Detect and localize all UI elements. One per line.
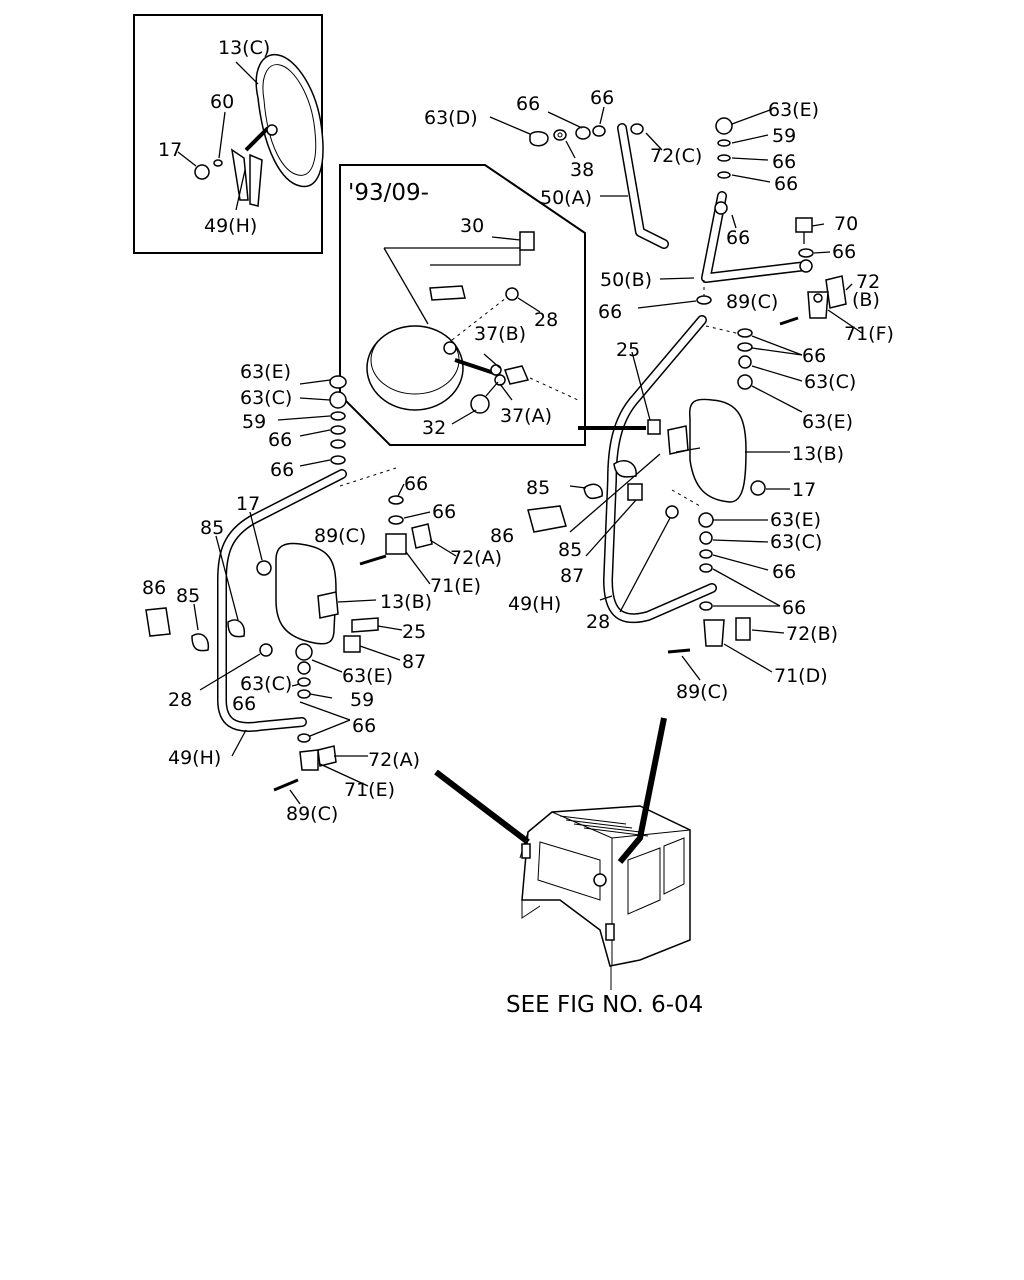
callout-87: 87 — [560, 565, 584, 587]
callout-37a: 37(A) — [500, 405, 552, 427]
callout-63e: 63(E) — [240, 361, 291, 383]
callout-71e: 71(E) — [344, 779, 395, 801]
callout-86: 86 — [142, 577, 166, 599]
callout-66: 66 — [598, 301, 622, 323]
callout-72: 72 — [856, 271, 880, 293]
callout-49h: 49(H) — [508, 593, 561, 615]
callout-63c: 63(C) — [804, 371, 856, 393]
callout-50a: 50(A) — [540, 187, 592, 209]
callout-49h: 49(H) — [204, 215, 257, 237]
callout-28: 28 — [586, 611, 610, 633]
callout-63c: 63(C) — [240, 673, 292, 695]
callout-63e: 63(E) — [342, 665, 393, 687]
callout-66: 66 — [590, 87, 614, 109]
right-mirror-assembly — [527, 315, 803, 681]
callout-89c: 89(C) — [314, 525, 366, 547]
callout-71f: 71(F) — [844, 323, 894, 345]
callout-63d: 63(D) — [424, 107, 478, 129]
callout-66: 66 — [404, 473, 428, 495]
callout-66: 66 — [516, 93, 540, 115]
callout-50b: 50(B) — [600, 269, 652, 291]
callout-63c: 63(C) — [240, 387, 292, 409]
callout-85: 85 — [526, 477, 550, 499]
callout-87: 87 — [402, 651, 426, 673]
callout-66: 66 — [802, 345, 826, 367]
callout-70: 70 — [834, 213, 858, 235]
callout-72a: 72(A) — [450, 547, 502, 569]
callout-37b: 37(B) — [474, 323, 526, 345]
callout-63e: 63(E) — [802, 411, 853, 433]
left-mirror-assembly — [145, 375, 457, 805]
cab-location-view — [434, 717, 691, 990]
callout-49h: 49(H) — [168, 747, 221, 769]
callout-38: 38 — [570, 159, 594, 181]
callout-66: 66 — [726, 227, 750, 249]
callout-59: 59 — [242, 411, 266, 433]
callout-17: 17 — [158, 139, 182, 161]
callout-17: 17 — [236, 493, 260, 515]
callout-66: 66 — [232, 693, 256, 715]
callout-63e: 63(E) — [770, 509, 821, 531]
callout-63c: 63(C) — [770, 531, 822, 553]
callout-71e: 71(E) — [430, 575, 481, 597]
callout-72c: 72(C) — [650, 145, 702, 167]
callout-66: 66 — [772, 151, 796, 173]
callout-89c: 89(C) — [286, 803, 338, 825]
callout-72-b: (B) — [852, 289, 880, 311]
stay-50a-50b — [489, 106, 863, 334]
callout-85: 85 — [558, 539, 582, 561]
callout-72b: 72(B) — [786, 623, 838, 645]
see-fig-reference: SEE FIG NO. 6-04 — [506, 992, 703, 1018]
callout-13c: 13(C) — [218, 37, 270, 59]
callout-66: 66 — [270, 459, 294, 481]
callout-28: 28 — [168, 689, 192, 711]
callout-66: 66 — [352, 715, 376, 737]
callout-89c: 89(C) — [676, 681, 728, 703]
inset-date-label: '93/09- — [348, 180, 429, 206]
callout-66: 66 — [774, 173, 798, 195]
callout-59: 59 — [350, 689, 374, 711]
callout-30: 30 — [460, 215, 484, 237]
callout-17: 17 — [792, 479, 816, 501]
callout-66: 66 — [782, 597, 806, 619]
callout-60: 60 — [210, 91, 234, 113]
callout-66: 66 — [772, 561, 796, 583]
callout-66: 66 — [268, 429, 292, 451]
callout-28: 28 — [534, 309, 558, 331]
callout-13b: 13(B) — [380, 591, 432, 613]
callout-89c: 89(C) — [726, 291, 778, 313]
callout-labels: '93/09- SEE FIG NO. 6-04 13(C) 60 17 49(… — [142, 37, 894, 1018]
callout-72a: 72(A) — [368, 749, 420, 771]
inset-mirror-13c — [133, 14, 324, 254]
callout-25: 25 — [402, 621, 426, 643]
callout-71d: 71(D) — [774, 665, 828, 687]
callout-59: 59 — [772, 125, 796, 147]
callout-66: 66 — [832, 241, 856, 263]
callout-13b: 13(B) — [792, 443, 844, 465]
callout-66: 66 — [432, 501, 456, 523]
callout-85: 85 — [200, 517, 224, 539]
callout-63e: 63(E) — [768, 99, 819, 121]
callout-32: 32 — [422, 417, 446, 439]
callout-86: 86 — [490, 525, 514, 547]
callout-25: 25 — [616, 339, 640, 361]
callout-85: 85 — [176, 585, 200, 607]
